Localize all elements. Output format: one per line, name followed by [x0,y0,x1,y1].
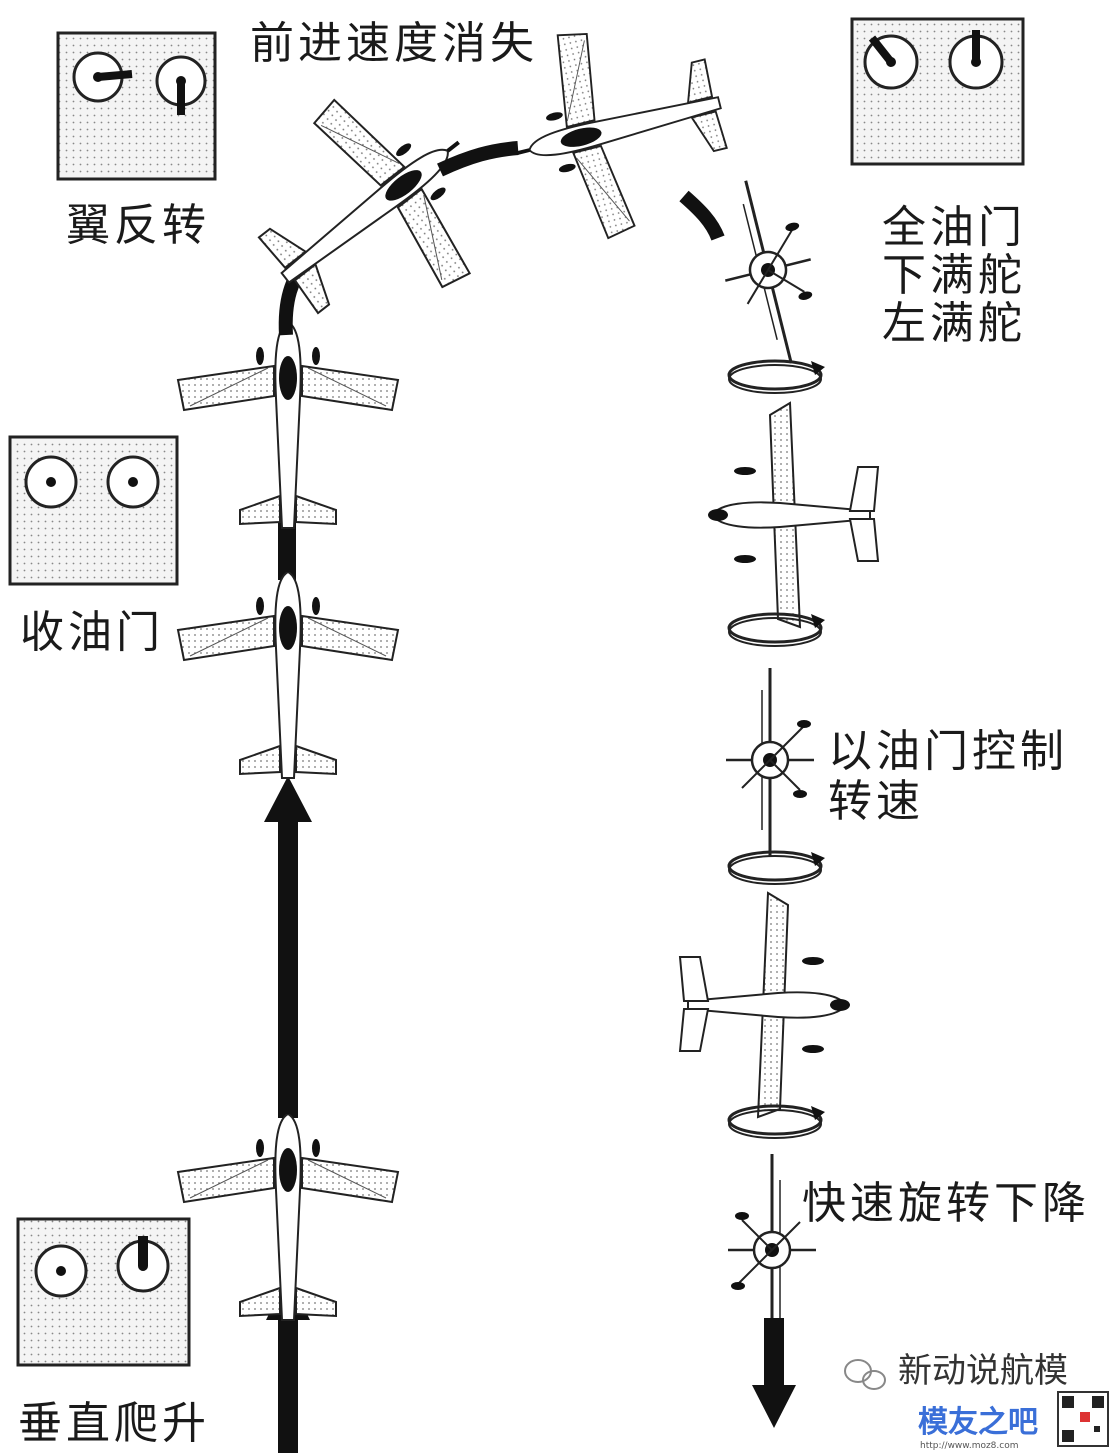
plane-wing-flip [216,54,528,366]
caption-throttle-control-1: 以油门控制 [828,726,1068,777]
caption-vertical-climb: 垂直爬升 [18,1398,210,1449]
stick-panel-wing-flip [56,31,217,181]
caption-full-throttle-2: 下满舵 [882,250,1026,301]
plane-spin-entry [701,168,836,376]
plane-climb-middle [177,557,399,779]
wechat-icon [844,1359,886,1390]
climb-path-dash [278,518,296,580]
stall-curve-path [679,190,725,241]
caption-throttle-control-2: 转速 [828,776,924,827]
caption-throttle-off: 收油门 [20,607,164,658]
climb-arrow-upper [264,776,312,1118]
rotation-ring-4 [727,1104,827,1140]
descent-arrow [752,1318,796,1428]
plane-climb-lower [177,1099,399,1321]
watermark-site-url: http://www.moz8.com [920,1441,1019,1451]
caption-wing-flip: 翼反转 [66,200,210,251]
rotation-ring-1 [727,359,827,395]
stick-panel-full-throttle [850,17,1025,166]
rotation-ring-2 [727,612,827,648]
caption-fast-spin-descent: 快速旋转下降 [802,1178,1090,1229]
plane-spin-side-1 [707,402,879,628]
stick-panel-throttle-off [8,435,179,586]
plane-climb-upper [177,307,399,529]
stick-panel-vertical-climb [16,1217,191,1367]
watermark: 新动说航模 模友之吧 http://www.moz8.com [844,1351,1109,1451]
caption-full-throttle-1: 全油门 [882,202,1026,253]
qr-code-icon [1057,1391,1109,1447]
rotation-ring-3 [727,850,827,886]
plane-spin-nose-1 [724,666,816,858]
top-arc-path [437,141,519,177]
watermark-account-name: 新动说航模 [898,1351,1068,1391]
caption-forward-speed-lost: 前进速度消失 [250,18,538,69]
watermark-site-name: 模友之吧 [918,1405,1038,1440]
plane-spin-side-2 [679,892,851,1118]
caption-full-throttle-3: 左满舵 [882,298,1026,349]
